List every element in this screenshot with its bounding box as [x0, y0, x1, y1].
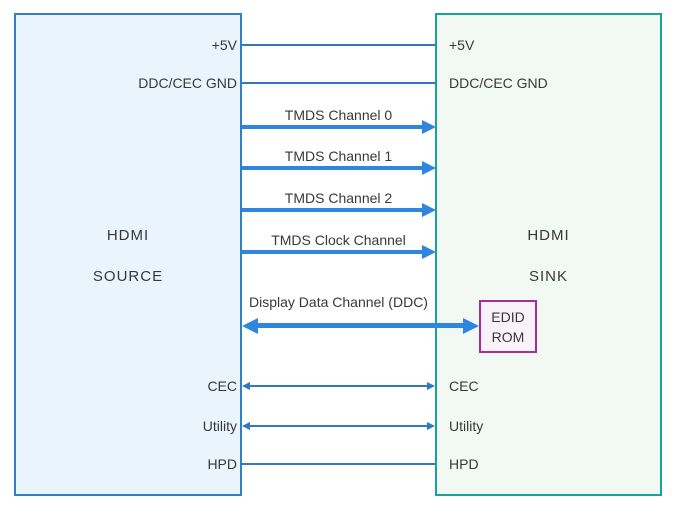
hpd-wire — [242, 463, 435, 465]
tmds2-wire — [242, 208, 422, 212]
ddc-arrowhead-left-icon — [242, 318, 258, 334]
sink-pin-plus5v: +5V — [449, 37, 475, 53]
cec-wire — [249, 385, 428, 387]
utility-arrowhead-right-icon — [427, 422, 435, 430]
sink-pin-cec: CEC — [449, 378, 479, 394]
source-pin-hpd: HPD — [207, 456, 237, 472]
tmds-clock-wire — [242, 250, 422, 254]
tmds0-arrowhead-right-icon — [422, 120, 436, 134]
source-subtitle: SOURCE — [92, 268, 164, 285]
source-pin-plus5v: +5V — [211, 37, 237, 53]
tmds-clock-label: TMDS Clock Channel — [271, 232, 406, 248]
ddc-wire — [256, 323, 465, 328]
sink-pin-ddc-cec-gnd: DDC/CEC GND — [449, 75, 548, 91]
cec-arrowhead-right-icon — [427, 382, 435, 390]
edid-rom-box: EDID ROM — [479, 300, 537, 353]
sink-subtitle: SINK — [528, 268, 568, 285]
ddc-arrowhead-right-icon — [463, 318, 479, 334]
source-title: HDMI — [106, 227, 150, 244]
tmds1-label: TMDS Channel 1 — [284, 148, 393, 164]
tmds0-label: TMDS Channel 0 — [284, 107, 393, 123]
tmds1-arrowhead-right-icon — [422, 161, 436, 175]
source-pin-cec: CEC — [207, 378, 237, 394]
utility-wire — [249, 425, 428, 427]
tmds2-label: TMDS Channel 2 — [284, 190, 393, 206]
sink-pin-hpd: HPD — [449, 456, 479, 472]
tmds2-arrowhead-right-icon — [422, 203, 436, 217]
sink-pin-utility: Utility — [449, 418, 484, 434]
source-pin-ddc-cec-gnd: DDC/CEC GND — [138, 75, 237, 91]
utility-arrowhead-left-icon — [242, 422, 250, 430]
cec-arrowhead-left-icon — [242, 382, 250, 390]
edid-rom-line2: ROM — [491, 328, 525, 345]
hdmi-source-box — [14, 13, 242, 496]
ddc-cec-gnd-wire — [242, 82, 435, 84]
hdmi-sink-box — [435, 13, 662, 496]
tmds-clock-arrowhead-right-icon — [422, 245, 436, 259]
edid-rom-line1: EDID — [491, 308, 525, 325]
tmds0-wire — [242, 125, 422, 129]
ddc-label: Display Data Channel (DDC) — [249, 294, 428, 310]
tmds1-wire — [242, 166, 422, 170]
source-pin-utility: Utility — [202, 418, 237, 434]
sink-title: HDMI — [527, 227, 570, 244]
plus5v-wire — [242, 44, 435, 46]
